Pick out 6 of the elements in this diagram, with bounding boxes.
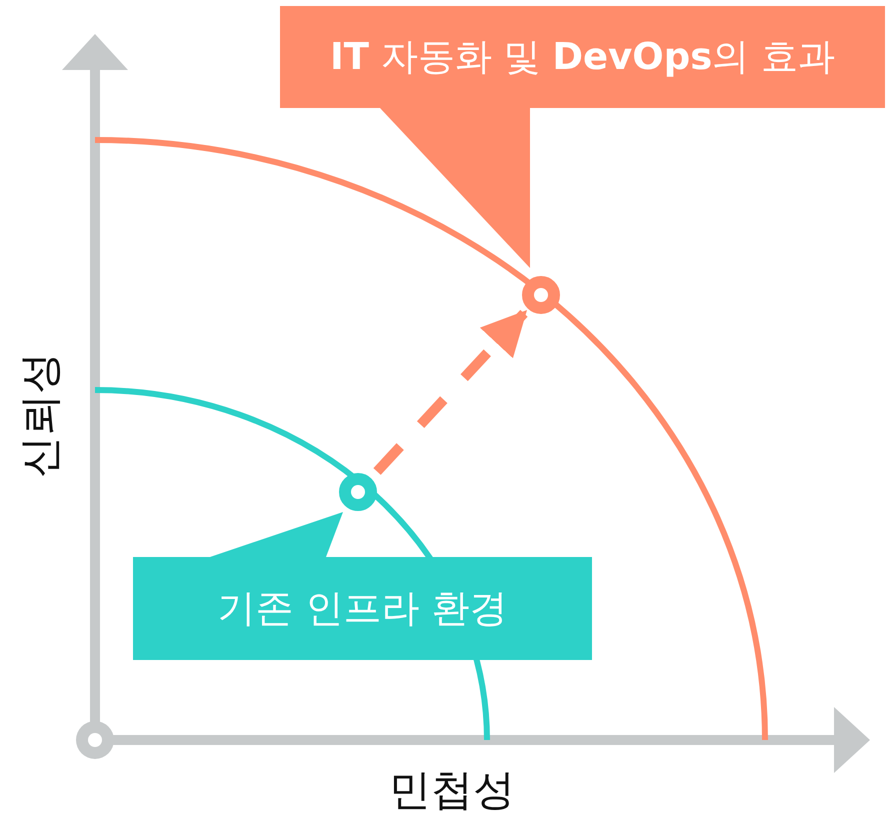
point-marker <box>339 473 377 511</box>
axis-label: 신뢰성 <box>14 352 65 478</box>
callout-box: IT 자동화 및 DevOps의 효과 <box>280 6 885 268</box>
arrow <box>373 310 528 475</box>
axis-label: 민첩성 <box>389 764 515 815</box>
point-marker <box>522 276 560 314</box>
